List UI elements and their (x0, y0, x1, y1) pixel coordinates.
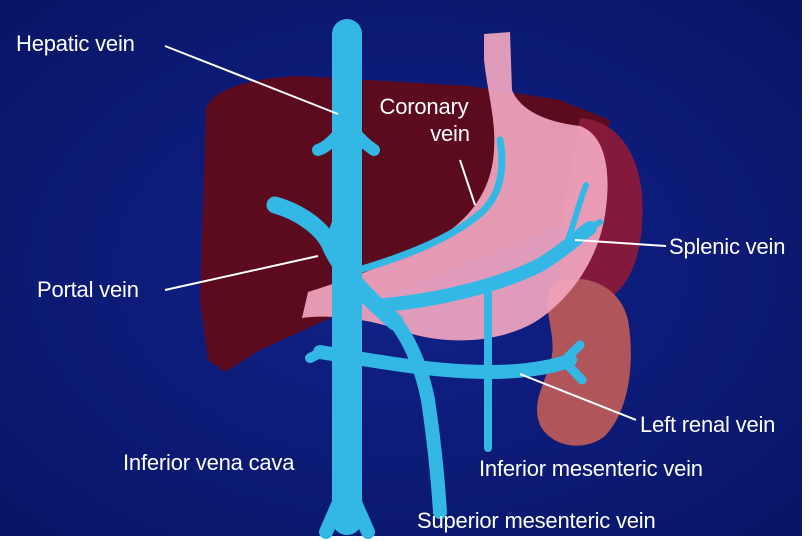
label-inferior-mesenteric-vein: Inferior mesenteric vein (479, 458, 703, 480)
label-portal-vein: Portal vein (37, 279, 139, 301)
label-hepatic-vein: Hepatic vein (16, 33, 135, 55)
label-coronary-vein-line2: vein (420, 123, 480, 145)
label-left-renal-vein: Left renal vein (640, 414, 775, 436)
label-coronary-vein-line1: Coronary (371, 96, 477, 118)
renal-branch-left (310, 352, 322, 358)
label-superior-mesenteric-vein: Superior mesenteric vein (417, 510, 656, 532)
label-splenic-vein: Splenic vein (669, 236, 785, 258)
label-inferior-vena-cava: Inferior vena cava (123, 452, 294, 474)
